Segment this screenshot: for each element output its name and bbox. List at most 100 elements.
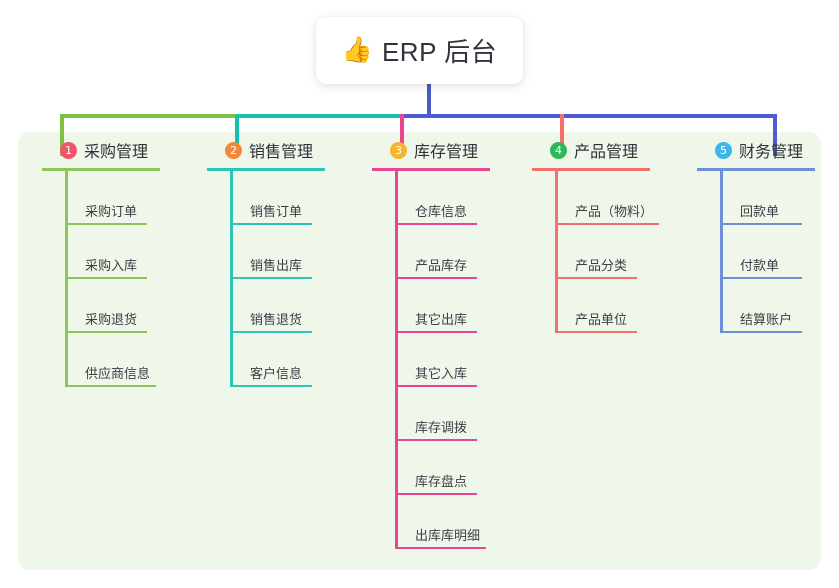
column-header-4[interactable]: 4 产品管理 [530, 132, 659, 168]
list-item-label: 其它入库 [415, 366, 468, 381]
list-item[interactable]: 结算账户 [720, 279, 815, 333]
list-item[interactable]: 库存调拨 [395, 387, 490, 441]
list-item[interactable]: 产品单位 [555, 279, 659, 333]
column-3: 3 库存管理仓库信息产品库存其它出库其它入库库存调拨库存盘点出库库明细 [370, 132, 490, 549]
list-item[interactable]: 供应商信息 [65, 333, 160, 387]
list-item-rule [398, 439, 477, 441]
connector-stem [427, 84, 431, 116]
column-header-3[interactable]: 3 库存管理 [370, 132, 490, 168]
column-header-1[interactable]: 1 采购管理 [40, 132, 160, 168]
list-item-rule [558, 331, 637, 333]
list-item-label: 销售出库 [250, 258, 303, 273]
column-4: 4 产品管理产品（物料） 产品分类产品单位 [530, 132, 659, 333]
list-item-rule [723, 331, 802, 333]
list-item-rule [398, 385, 477, 387]
list-item[interactable]: 其它入库 [395, 333, 490, 387]
column-items: 回款单付款单结算账户 [720, 171, 815, 333]
column-spine [395, 171, 398, 549]
list-item[interactable]: 客户信息 [230, 333, 325, 387]
column-spine [720, 171, 723, 333]
list-item[interactable]: 产品库存 [395, 225, 490, 279]
list-item-label: 产品分类 [575, 258, 628, 273]
list-item-rule [398, 547, 486, 549]
list-item-rule [558, 277, 637, 279]
list-item[interactable]: 销售退货 [230, 279, 325, 333]
list-item[interactable]: 库存盘点 [395, 441, 490, 495]
list-item[interactable]: 付款单 [720, 225, 815, 279]
list-item-label: 采购退货 [85, 312, 138, 327]
list-item-rule [558, 223, 659, 225]
column-spine [230, 171, 233, 387]
list-item-label: 库存盘点 [415, 474, 468, 489]
column-title: 采购管理 [84, 144, 149, 161]
list-item-label: 客户信息 [250, 366, 303, 381]
diagram-panel [18, 132, 821, 570]
column-rule [532, 168, 650, 171]
list-item-label: 销售退货 [250, 312, 303, 327]
list-item-rule [68, 385, 156, 387]
column-items: 仓库信息产品库存其它出库其它入库库存调拨库存盘点出库库明细 [395, 171, 490, 549]
list-item[interactable]: 采购入库 [65, 225, 160, 279]
column-5: 5 财务管理回款单付款单结算账户 [695, 132, 815, 333]
list-item[interactable]: 出库库明细 [395, 495, 490, 549]
column-items: 销售订单销售出库销售退货客户信息 [230, 171, 325, 387]
column-badge: 3 [390, 141, 407, 159]
page-title: ERP 后台 [381, 37, 498, 67]
list-item-label: 产品单位 [575, 312, 628, 327]
list-item-rule [398, 493, 477, 495]
list-item-label: 回款单 [740, 204, 780, 219]
connector-bus-segment-2 [235, 114, 400, 118]
list-item[interactable]: 销售出库 [230, 225, 325, 279]
list-item-rule [233, 385, 312, 387]
list-item[interactable]: 产品（物料） [555, 171, 659, 225]
column-badge: 2 [225, 141, 242, 159]
list-item[interactable]: 销售订单 [230, 171, 325, 225]
column-1: 1 采购管理采购订单采购入库采购退货供应商信息 [40, 132, 160, 387]
list-item-rule [398, 223, 477, 225]
list-item[interactable]: 其它出库 [395, 279, 490, 333]
connector-drop-5 [773, 114, 777, 156]
list-item-label: 采购入库 [85, 258, 138, 273]
column-title: 库存管理 [414, 144, 479, 161]
list-item-rule [233, 223, 312, 225]
connector-drop-1 [60, 114, 64, 156]
connector-bus-segment-1 [60, 114, 235, 118]
list-item[interactable]: 采购订单 [65, 171, 160, 225]
list-item-rule [233, 331, 312, 333]
connector-bus-segment-3 [400, 114, 775, 118]
column-badge: 5 [715, 141, 732, 159]
list-item[interactable]: 回款单 [720, 171, 815, 225]
column-rule [207, 168, 325, 171]
connector-drop-2 [235, 114, 239, 156]
list-item-label: 采购订单 [85, 204, 138, 219]
column-title: 产品管理 [574, 144, 639, 161]
list-item[interactable]: 产品分类 [555, 225, 659, 279]
column-header-5[interactable]: 5 财务管理 [695, 132, 815, 168]
list-item-label: 产品（物料） [575, 204, 654, 219]
list-item-label: 结算账户 [740, 312, 793, 327]
connector-drop-4 [560, 114, 564, 156]
column-rule [42, 168, 160, 171]
column-badge: 1 [60, 141, 77, 159]
column-spine [65, 171, 68, 387]
column-title: 财务管理 [739, 144, 804, 161]
thumbs-up-icon: 👍 [341, 36, 373, 64]
connector-drop-3 [400, 114, 404, 156]
list-item[interactable]: 采购退货 [65, 279, 160, 333]
column-badge: 4 [550, 141, 567, 159]
list-item-label: 库存调拨 [415, 420, 468, 435]
list-item-label: 其它出库 [415, 312, 468, 327]
column-spine [555, 171, 558, 333]
list-item-rule [398, 331, 477, 333]
list-item-rule [398, 277, 477, 279]
root-node-card[interactable]: 👍 ERP 后台 [316, 17, 523, 84]
column-items: 采购订单采购入库采购退货供应商信息 [65, 171, 160, 387]
column-items: 产品（物料） 产品分类产品单位 [555, 171, 659, 333]
list-item-rule [723, 277, 802, 279]
list-item[interactable]: 仓库信息 [395, 171, 490, 225]
list-item-rule [68, 331, 147, 333]
list-item-rule [233, 277, 312, 279]
